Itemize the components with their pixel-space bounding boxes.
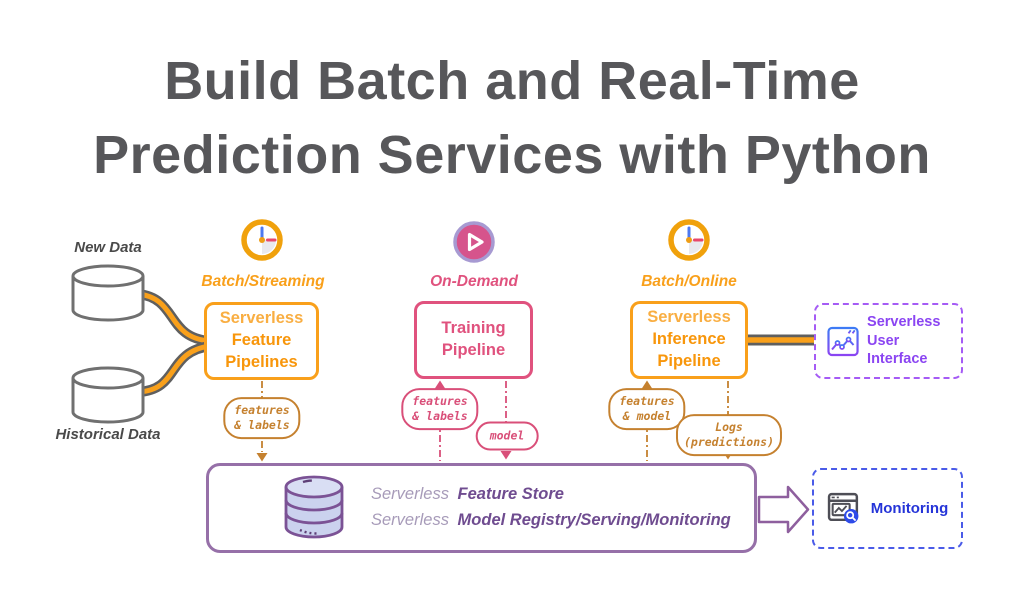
artifact-line: & model bbox=[622, 409, 672, 423]
artifact-model: model bbox=[475, 421, 539, 451]
new-data-label: New Data bbox=[74, 239, 142, 256]
arrowhead-up-icon bbox=[434, 380, 446, 389]
feature-store-box: Serverless Feature Store Serverless Mode… bbox=[206, 463, 757, 553]
inference-pipeline-label-bold2: Pipeline bbox=[657, 351, 721, 370]
arrowhead-down-icon bbox=[500, 451, 512, 460]
platform-row2-bold: Model Registry/Serving/Monitoring bbox=[457, 511, 731, 529]
artifact-features-model: features & model bbox=[608, 388, 686, 430]
database-cylinder-icon bbox=[71, 264, 145, 322]
platform-row2: Serverless Model Registry/Serving/Monito… bbox=[371, 508, 731, 534]
clock-icon bbox=[668, 219, 710, 261]
database-stack-icon bbox=[284, 475, 344, 539]
artifact-line: features bbox=[619, 394, 675, 409]
serverless-ui-box: Serverless User Interface bbox=[814, 303, 963, 379]
artifact-line: Logs bbox=[715, 420, 743, 435]
artifact-line: (predictions) bbox=[683, 435, 775, 449]
feature-pipelines-box: Serverless Feature Pipelines bbox=[204, 302, 319, 380]
inference-pipeline-box: Serverless Inference Pipeline bbox=[630, 301, 748, 379]
training-pipeline-label1: Training bbox=[441, 319, 506, 338]
monitor-search-icon bbox=[827, 492, 859, 524]
training-pipeline-box: Training Pipeline bbox=[414, 301, 533, 379]
artifact-features-labels: features & labels bbox=[223, 397, 301, 439]
page-title-line1: Build Batch and Real-Time bbox=[164, 51, 860, 111]
artifact-logs-predictions: Logs (predictions) bbox=[675, 414, 783, 456]
pipe-new-data bbox=[135, 291, 213, 344]
pipe-historical-data bbox=[135, 343, 213, 395]
ui-box-label-line2: User Interface bbox=[867, 332, 928, 368]
big-arrow-to-monitoring-icon bbox=[757, 485, 810, 534]
platform-row1-bold: Feature Store bbox=[457, 485, 564, 504]
training-pipeline-label2: Pipeline bbox=[441, 341, 506, 359]
inference-pipeline-label-bold1: Inference bbox=[652, 330, 726, 349]
monitoring-label: Monitoring bbox=[870, 500, 949, 517]
artifact-features-labels-training: features & labels bbox=[401, 388, 479, 430]
monitoring-box: Monitoring bbox=[812, 468, 963, 549]
feature-pipelines-label-bold1: Feature bbox=[231, 331, 292, 350]
database-cylinder-icon bbox=[71, 366, 145, 424]
trigger-batch-streaming: Batch/Streaming bbox=[201, 273, 325, 290]
feature-pipelines-label-light: Serverless bbox=[219, 309, 304, 328]
artifact-line: & labels bbox=[234, 418, 290, 432]
ui-box-label-line1: Serverless bbox=[867, 313, 941, 330]
platform-row1: Serverless Feature Store bbox=[371, 482, 731, 508]
feature-pipelines-label-bold2: Pipelines bbox=[225, 352, 298, 371]
trigger-batch-online: Batch/Online bbox=[641, 273, 737, 290]
platform-row1-light: Serverless bbox=[371, 485, 449, 504]
play-icon bbox=[453, 221, 495, 263]
arrowhead-down-icon bbox=[256, 453, 268, 462]
arrowhead-up-icon bbox=[641, 380, 653, 389]
artifact-line: & labels bbox=[412, 409, 468, 423]
page-title: Build Batch and Real-Time Prediction Ser… bbox=[0, 44, 1024, 192]
artifact-line: features bbox=[412, 394, 468, 409]
artifact-line: model bbox=[489, 428, 525, 443]
platform-row2-light: Serverless bbox=[371, 511, 449, 529]
artifact-line: features bbox=[234, 403, 290, 418]
clock-icon bbox=[241, 219, 283, 261]
historical-data-label: Historical Data bbox=[55, 426, 161, 443]
inference-pipeline-label-light: Serverless bbox=[647, 308, 731, 327]
trigger-on-demand: On-Demand bbox=[430, 273, 518, 290]
page-title-line2: Prediction Services with Python bbox=[93, 125, 931, 185]
browser-chart-icon bbox=[827, 326, 859, 356]
